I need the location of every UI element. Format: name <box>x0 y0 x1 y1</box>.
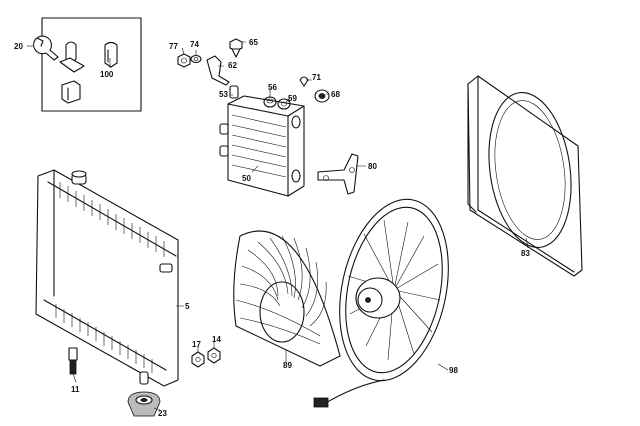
label-59: 59 <box>288 94 297 103</box>
label-20: 20 <box>14 42 23 51</box>
label-80: 80 <box>368 162 377 171</box>
inset-frame <box>41 17 142 112</box>
label-23: 23 <box>158 409 167 418</box>
bracket-80 <box>317 153 359 195</box>
radiator-5 <box>35 169 179 387</box>
label-17: 17 <box>192 340 201 349</box>
label-74: 74 <box>190 40 199 49</box>
nut-17 <box>191 351 205 368</box>
bolt-65-icon <box>229 38 243 58</box>
label-98: 98 <box>449 366 458 375</box>
clip-c-icon <box>61 80 81 104</box>
label-56: 56 <box>268 83 277 92</box>
label-65: 65 <box>249 38 258 47</box>
inset-clip-assembly <box>33 17 142 112</box>
label-89: 89 <box>283 361 292 370</box>
washer-74-icon <box>190 54 202 64</box>
label-14: 14 <box>212 335 221 344</box>
electric-fan-98 <box>313 198 449 408</box>
clip-71-icon <box>299 76 309 87</box>
oil-cooler-50 <box>219 95 305 197</box>
grommet-59-icon <box>277 98 291 110</box>
clip-100-icon <box>104 41 118 68</box>
drain-plug-11 <box>68 347 78 375</box>
label-53: 53 <box>219 90 228 99</box>
grommet-68-icon <box>314 89 330 103</box>
label-100: 100 <box>100 70 114 79</box>
label-62: 62 <box>228 61 237 70</box>
label-68: 68 <box>331 90 340 99</box>
label-77: 77 <box>169 42 178 51</box>
fan-shroud-83 <box>467 75 583 277</box>
clip-b-icon <box>59 57 85 73</box>
label-11: 11 <box>71 385 80 394</box>
label-50: 50 <box>242 174 251 183</box>
nut-14 <box>207 347 221 364</box>
nut-77-icon <box>177 53 191 68</box>
stud-53-icon <box>229 85 239 99</box>
label-83: 83 <box>521 249 530 258</box>
clip-20-wrench-icon <box>33 35 59 61</box>
rubber-mount-23 <box>127 391 161 417</box>
leader-lines <box>27 41 529 411</box>
label-5: 5 <box>185 302 190 311</box>
cap-56-icon <box>263 96 277 108</box>
label-71: 71 <box>312 73 321 82</box>
callout-labels: 20 100 77 74 65 62 71 53 56 59 68 50 80 … <box>14 38 530 418</box>
fan-guard-89 <box>233 230 341 367</box>
bracket-62-icon <box>206 55 230 86</box>
